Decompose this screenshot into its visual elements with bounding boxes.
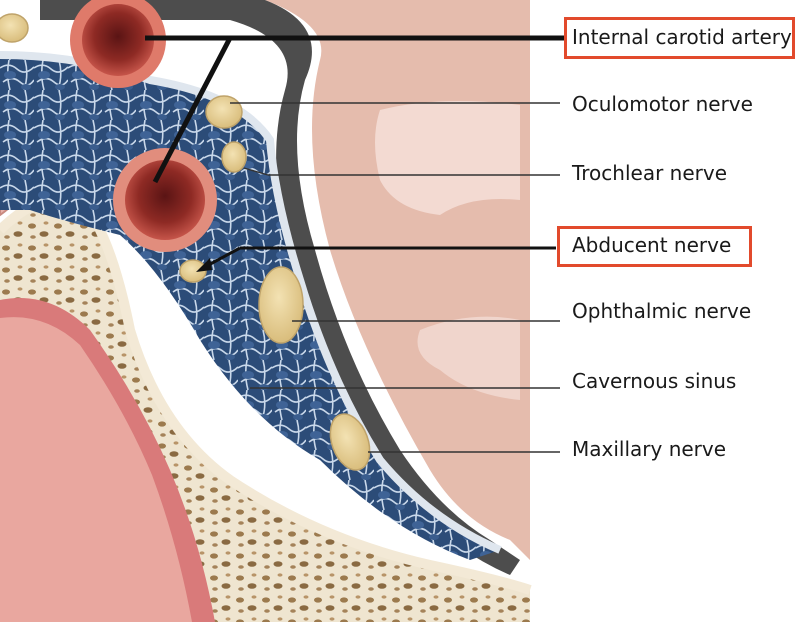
label-maxillary-nerve: Maxillary nerve bbox=[572, 437, 727, 461]
abducent-nerve bbox=[179, 259, 207, 283]
oculomotor-nerve bbox=[205, 95, 243, 129]
sphenoid-sinus-inner bbox=[0, 317, 192, 622]
label-internal-carotid-artery: Internal carotid artery bbox=[572, 25, 792, 49]
highlight-box-internal-carotid-artery bbox=[564, 17, 795, 59]
maxillary-nerve bbox=[329, 413, 371, 471]
highlight-box-abducent-nerve bbox=[557, 226, 752, 267]
trochlear-nerve bbox=[221, 141, 247, 173]
leader-lines bbox=[145, 35, 566, 453]
label-abducent-nerve: Abducent nerve bbox=[572, 233, 732, 257]
dura-mater bbox=[40, 0, 520, 575]
label-ophthalmic-nerve: Ophthalmic nerve bbox=[572, 299, 752, 323]
label-oculomotor-nerve: Oculomotor nerve bbox=[572, 92, 753, 116]
brain-fold-2 bbox=[417, 316, 520, 400]
label-cavernous-sinus: Cavernous sinus bbox=[572, 369, 737, 393]
nerve-top-left bbox=[0, 13, 29, 43]
label-trochlear-nerve: Trochlear nerve bbox=[572, 161, 728, 185]
brain-fold bbox=[375, 101, 520, 215]
ophthalmic-nerve bbox=[258, 266, 304, 344]
